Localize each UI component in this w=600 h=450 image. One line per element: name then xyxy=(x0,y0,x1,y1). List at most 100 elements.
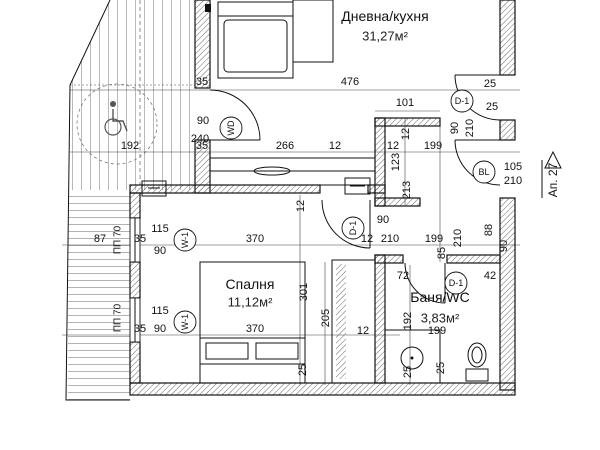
door-tag: BL xyxy=(478,167,489,177)
wheelchair-icon xyxy=(76,83,158,165)
sill-label: ПП 70 xyxy=(113,225,124,254)
bed-icon xyxy=(199,261,306,384)
dimension-label: 199 xyxy=(425,233,443,245)
dimension-label: 25 xyxy=(484,78,496,90)
room-area-living: 31,27м² xyxy=(362,29,408,44)
wall xyxy=(129,261,141,299)
fixtures xyxy=(141,0,489,384)
wall xyxy=(446,254,501,264)
room-name-living: Дневна/кухня xyxy=(341,8,428,24)
dimension-label: 123 xyxy=(390,153,402,171)
windows xyxy=(129,217,141,343)
wall xyxy=(499,197,516,391)
terrace xyxy=(65,0,195,401)
dimension-label: 213 xyxy=(401,181,413,199)
window-tag: W-1 xyxy=(180,314,190,330)
wall xyxy=(129,382,516,396)
door-swing xyxy=(209,89,261,141)
dimension-label: 192 xyxy=(121,140,139,152)
wall xyxy=(499,119,516,141)
wardrobe-icon xyxy=(331,259,376,384)
dimension-label: 25 xyxy=(402,366,414,378)
door-tag: D-1 xyxy=(449,278,464,288)
dimension-label: 87 xyxy=(94,233,106,245)
apartment-marker: Ап. 27 xyxy=(541,150,562,198)
dimension-label: 12 xyxy=(329,140,341,152)
door-tag: WD xyxy=(226,120,236,135)
dimension-label: 476 xyxy=(341,76,359,88)
door-tag: D-1 xyxy=(455,96,470,106)
doors xyxy=(209,74,501,304)
door-swing xyxy=(404,262,446,304)
dimension-label: 115 xyxy=(151,305,169,317)
element-tags: WD D-1 BL D-1 D-1 W-1 W-1 xyxy=(173,89,496,334)
dimension-label: 192 xyxy=(402,312,414,330)
dimension-label: 85 xyxy=(436,247,448,259)
dimension-label: 105 xyxy=(504,161,522,173)
dimension-label: 199 xyxy=(428,325,446,337)
walls xyxy=(129,0,516,396)
dimension-label: 88 xyxy=(483,224,495,236)
dimension-label: 90 xyxy=(498,240,510,252)
dimension-label: 25 xyxy=(435,362,447,374)
apartment-label: Ап. 27 xyxy=(546,162,560,197)
dimension-label: 90 xyxy=(197,115,209,127)
room-name-bedroom: Спалня xyxy=(226,276,275,292)
dimension-label: 25 xyxy=(297,364,309,376)
dimension-label: 210 xyxy=(464,119,476,137)
dimension-label: 35 xyxy=(196,76,208,88)
room-area-bedroom: 11,12м² xyxy=(228,295,274,310)
dimension-label: 370 xyxy=(246,323,264,335)
dimension-label: 12 xyxy=(295,200,307,212)
toilet-icon xyxy=(465,342,489,382)
dimension-label: 35 xyxy=(134,233,146,245)
dimension-label: 101 xyxy=(396,97,414,109)
door-swing xyxy=(321,199,371,249)
dimension-label: 12 xyxy=(357,325,369,337)
dimension-label: 12 xyxy=(387,140,399,152)
dimension-lines xyxy=(62,89,520,385)
wall xyxy=(499,0,516,76)
wall xyxy=(374,117,386,207)
dimension-labels: 35 476 25 90 240 101 25 12 90 210 192 35… xyxy=(94,76,522,378)
door-swing xyxy=(454,139,501,186)
arrow-up-icon xyxy=(544,150,562,169)
sofa-icon xyxy=(217,1,294,79)
dimension-label: 205 xyxy=(320,309,332,327)
dimension-label: 370 xyxy=(246,233,264,245)
sill-labels: ПП 70 ПП 70 xyxy=(113,225,124,332)
dimension-label: 90 xyxy=(154,323,166,335)
dimension-label: 25 xyxy=(486,101,498,113)
sill-label: ПП 70 xyxy=(113,303,124,332)
wall xyxy=(129,192,141,219)
dimension-label: 12 xyxy=(400,128,412,140)
dimension-label: 90 xyxy=(154,245,166,257)
dimension-label: 35 xyxy=(196,140,208,152)
wall-marker xyxy=(205,4,211,12)
table-icon xyxy=(292,0,334,63)
dimension-label: 12 xyxy=(361,233,373,245)
wall xyxy=(129,184,321,194)
dimension-label: 210 xyxy=(504,175,522,187)
wall xyxy=(374,197,421,207)
wall xyxy=(129,341,141,384)
dimension-label: 301 xyxy=(298,283,310,301)
dimension-label: 210 xyxy=(452,229,464,247)
dimension-label: 115 xyxy=(151,223,169,235)
dimension-label: 199 xyxy=(424,140,442,152)
dimension-label: 90 xyxy=(449,122,461,134)
room-area-bathroom: 3,83м² xyxy=(421,311,460,326)
sink-icon xyxy=(384,329,441,384)
wall xyxy=(194,0,211,89)
dimension-label: 42 xyxy=(484,270,496,282)
door-tag: D-1 xyxy=(348,221,358,236)
window-tag: W-1 xyxy=(180,232,190,248)
dimension-label: 266 xyxy=(276,140,294,152)
column-icon xyxy=(141,177,371,197)
dimension-label: 72 xyxy=(397,270,409,282)
dimension-label: 90 xyxy=(377,214,389,226)
kitchen-counter-icon xyxy=(209,157,376,186)
room-labels: Дневна/кухня 31,27м² Спалня 11,12м² Баня… xyxy=(226,8,470,326)
dimension-label: 240 xyxy=(191,133,209,145)
